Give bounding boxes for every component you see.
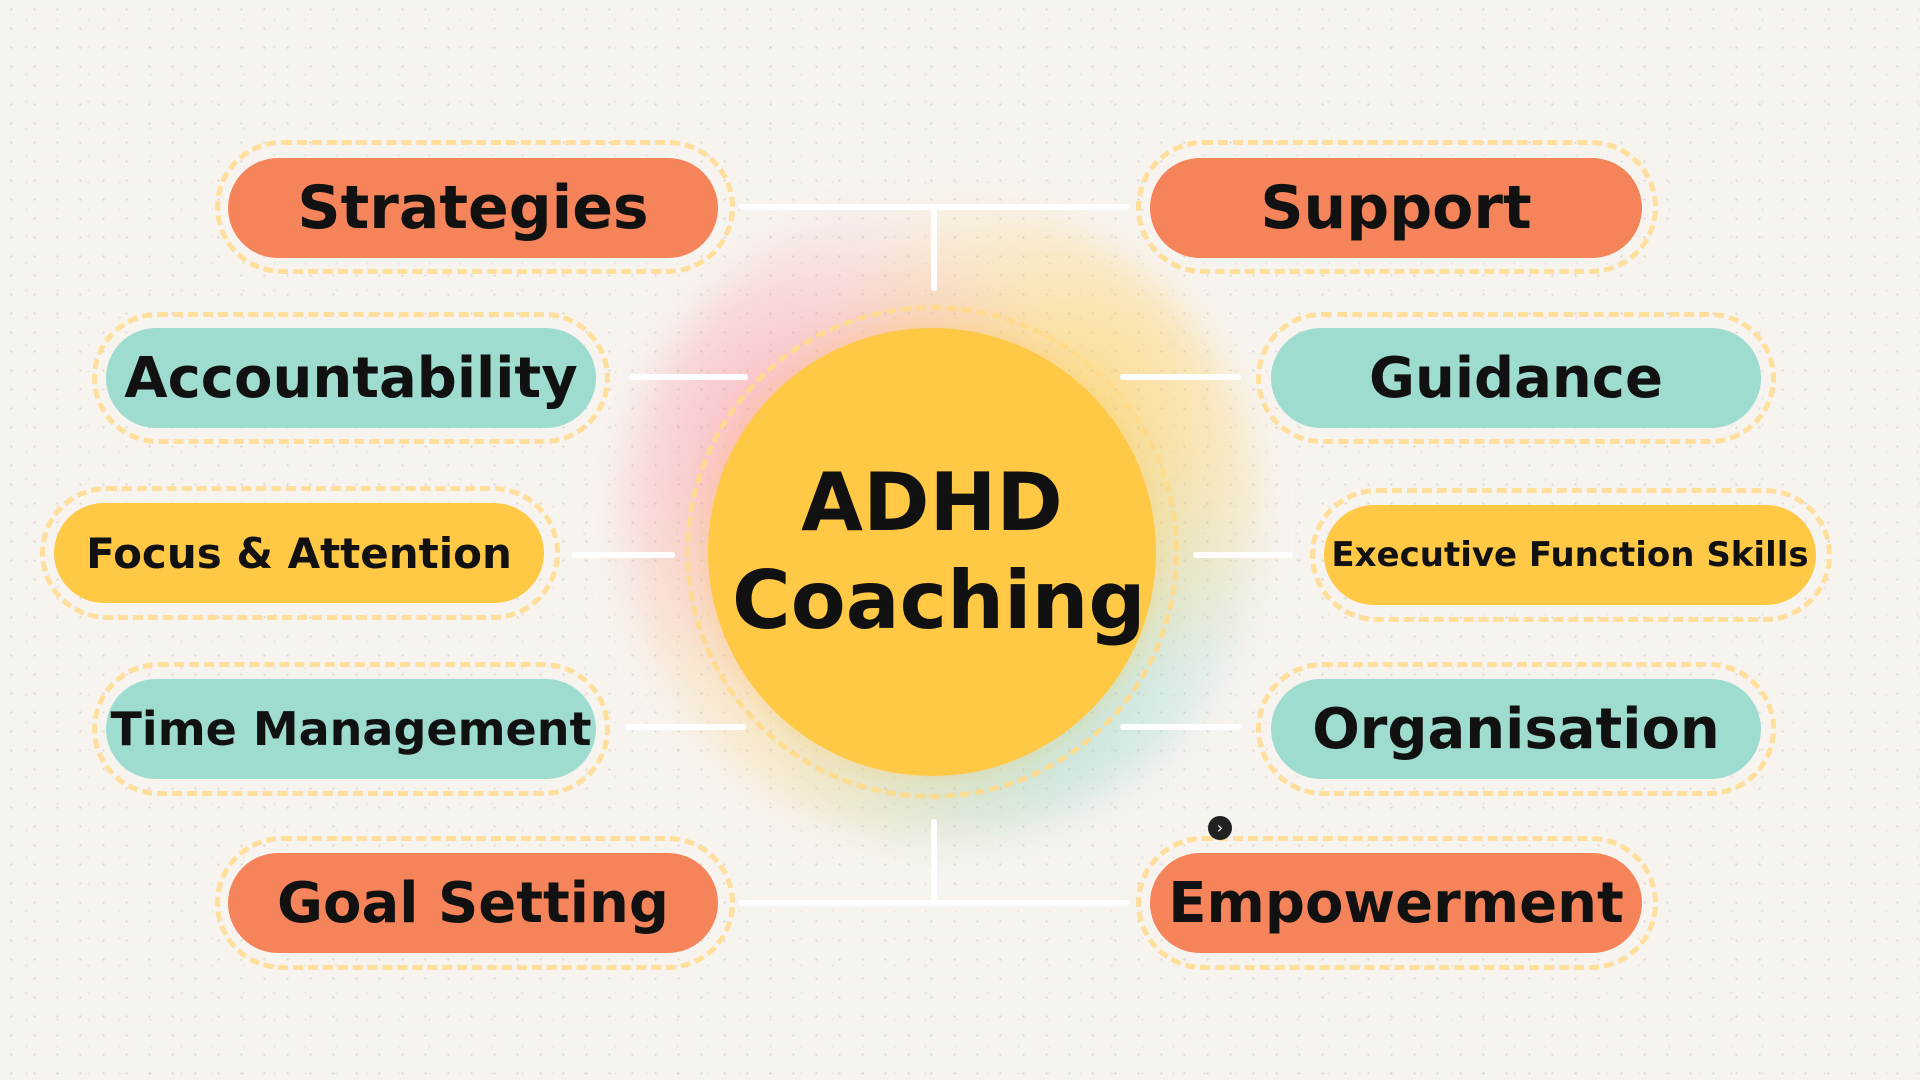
accountability-outline: [92, 312, 610, 444]
strategies-outline: [215, 140, 735, 274]
executive-outline: [1310, 488, 1832, 622]
empowerment-outline: [1136, 836, 1658, 970]
node-organisation: Organisation: [1271, 679, 1761, 779]
goal-outline: [215, 836, 735, 970]
node-executive-function-skills: Executive Function Skills: [1324, 505, 1816, 605]
node-focus-attention: Focus & Attention: [54, 503, 544, 603]
center-node: ADHD Coaching: [708, 328, 1156, 776]
node-strategies: Strategies: [228, 158, 718, 258]
chevron-right-icon[interactable]: ›: [1208, 816, 1232, 840]
node-support: Support: [1150, 158, 1642, 258]
node-guidance: Guidance: [1271, 328, 1761, 428]
node-empowerment: Empowerment: [1150, 853, 1642, 953]
node-goal-setting: Goal Setting: [228, 853, 718, 953]
time-outline: [92, 662, 610, 796]
center-outline: [685, 305, 1179, 799]
support-outline: [1136, 140, 1658, 274]
node-time-management: Time Management: [106, 679, 596, 779]
organisation-outline: [1256, 662, 1776, 796]
center-title: ADHD Coaching: [732, 456, 1146, 647]
focus-outline: [40, 486, 560, 620]
guidance-outline: [1256, 312, 1776, 444]
node-accountability: Accountability: [106, 328, 596, 428]
